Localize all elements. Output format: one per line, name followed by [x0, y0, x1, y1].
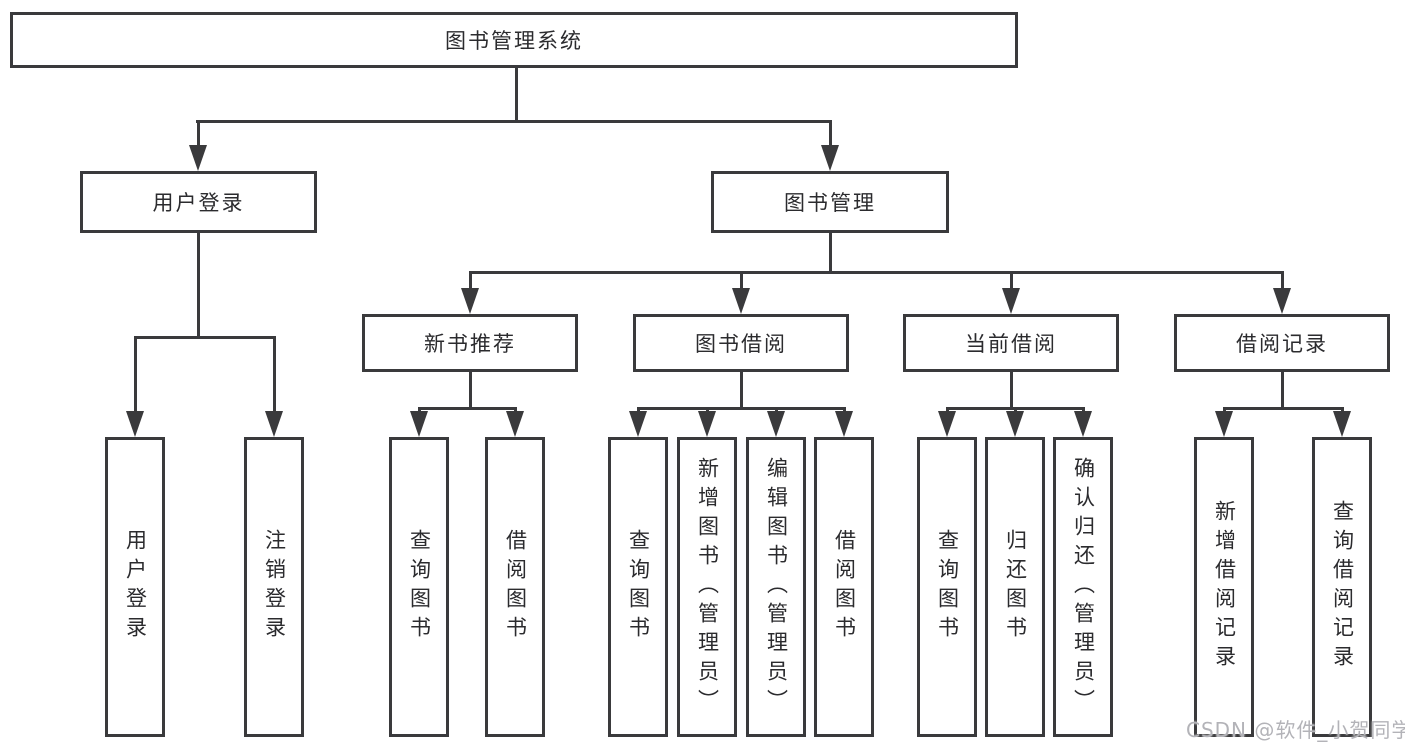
connector-line — [843, 407, 846, 412]
connector-line — [946, 407, 949, 412]
leaf-records-query-borrow-record: 查询借阅记录 — [1312, 437, 1372, 737]
connector-line — [829, 120, 832, 146]
connector-level1-bar — [196, 120, 832, 123]
connector-line — [273, 336, 276, 412]
arrow-down-icon — [767, 411, 785, 437]
arrow-down-icon — [189, 145, 207, 171]
connector-stem — [469, 372, 472, 407]
arrow-down-icon — [265, 411, 283, 437]
leaf-borrow-edit-books-admin: 编辑图书（管理员） — [746, 437, 806, 737]
leaf-user-login: 用户登录 — [105, 437, 165, 737]
leaf-label: 用户登录 — [123, 529, 148, 645]
leaf-current-query-books: 查询图书 — [917, 437, 977, 737]
node-book-borrowing: 图书借阅 — [633, 314, 849, 372]
leaf-label: 查询图书 — [407, 529, 432, 645]
arrow-down-icon — [835, 411, 853, 437]
leaf-label: 借阅图书 — [832, 529, 857, 645]
connector-line — [134, 336, 137, 412]
connector-bar — [637, 407, 845, 410]
leaf-newbook-query-books: 查询图书 — [389, 437, 449, 737]
node-book-management: 图书管理 — [711, 171, 949, 233]
connector-stem — [1281, 372, 1284, 407]
connector-user-login-bar — [134, 336, 275, 339]
arrow-down-icon — [461, 288, 479, 314]
leaf-label: 查询借阅记录 — [1330, 500, 1355, 674]
arrow-down-icon — [629, 411, 647, 437]
leaf-label: 新增借阅记录 — [1212, 500, 1237, 674]
connector-root-stem — [515, 68, 518, 120]
leaf-current-confirm-return-admin: 确认归还（管理员） — [1053, 437, 1113, 737]
node-borrowing-records: 借阅记录 — [1174, 314, 1390, 372]
connector-line — [1014, 407, 1017, 412]
leaf-records-add-borrow-record: 新增借阅记录 — [1194, 437, 1254, 737]
leaf-label: 归还图书 — [1003, 529, 1028, 645]
connector-book-mgmt-stem — [829, 233, 832, 271]
leaf-label: 借阅图书 — [503, 529, 528, 645]
connector-user-login-stem — [197, 233, 200, 336]
arrow-down-icon — [938, 411, 956, 437]
connector-line — [1223, 407, 1226, 412]
connector-bar — [1223, 407, 1343, 410]
connector-line — [1281, 271, 1284, 289]
arrow-down-icon — [1215, 411, 1233, 437]
connector-line — [637, 407, 640, 412]
leaf-logout: 注销登录 — [244, 437, 304, 737]
arrow-down-icon — [1074, 411, 1092, 437]
connector-level2-bar — [469, 271, 1283, 274]
node-current-borrowing: 当前借阅 — [903, 314, 1119, 372]
arrow-down-icon — [1273, 288, 1291, 314]
connector-line — [706, 407, 709, 412]
leaf-borrow-query-books: 查询图书 — [608, 437, 668, 737]
leaf-newbook-borrow-books: 借阅图书 — [485, 437, 545, 737]
connector-line — [418, 407, 421, 412]
connector-line — [1010, 271, 1013, 289]
node-library-management-system: 图书管理系统 — [10, 12, 1018, 68]
connector-line — [740, 271, 743, 289]
leaf-label: 编辑图书（管理员） — [764, 456, 789, 718]
leaf-label: 注销登录 — [262, 529, 287, 645]
connector-stem — [1010, 372, 1013, 407]
arrow-down-icon — [506, 411, 524, 437]
leaf-current-return-books: 归还图书 — [985, 437, 1045, 737]
leaf-label: 查询图书 — [626, 529, 651, 645]
arrow-down-icon — [410, 411, 428, 437]
connector-line — [197, 120, 200, 146]
connector-line — [1082, 407, 1085, 412]
connector-stem — [740, 372, 743, 407]
arrow-down-icon — [821, 145, 839, 171]
arrow-down-icon — [698, 411, 716, 437]
csdn-watermark: CSDN @软件_小贺同学 — [1186, 718, 1405, 742]
arrow-down-icon — [732, 288, 750, 314]
connector-line — [514, 407, 517, 412]
arrow-down-icon — [1333, 411, 1351, 437]
node-new-book-recommendation: 新书推荐 — [362, 314, 578, 372]
leaf-borrow-borrow-books: 借阅图书 — [814, 437, 874, 737]
leaf-label: 新增图书（管理员） — [695, 456, 720, 718]
arrow-down-icon — [1006, 411, 1024, 437]
connector-bar — [418, 407, 517, 410]
connector-line — [1341, 407, 1344, 412]
leaf-label: 确认归还（管理员） — [1071, 456, 1096, 718]
arrow-down-icon — [1002, 288, 1020, 314]
leaf-label: 查询图书 — [935, 529, 960, 645]
arrow-down-icon — [126, 411, 144, 437]
node-user-login: 用户登录 — [80, 171, 317, 233]
connector-line — [469, 271, 472, 289]
connector-line — [775, 407, 778, 412]
leaf-borrow-add-books-admin: 新增图书（管理员） — [677, 437, 737, 737]
